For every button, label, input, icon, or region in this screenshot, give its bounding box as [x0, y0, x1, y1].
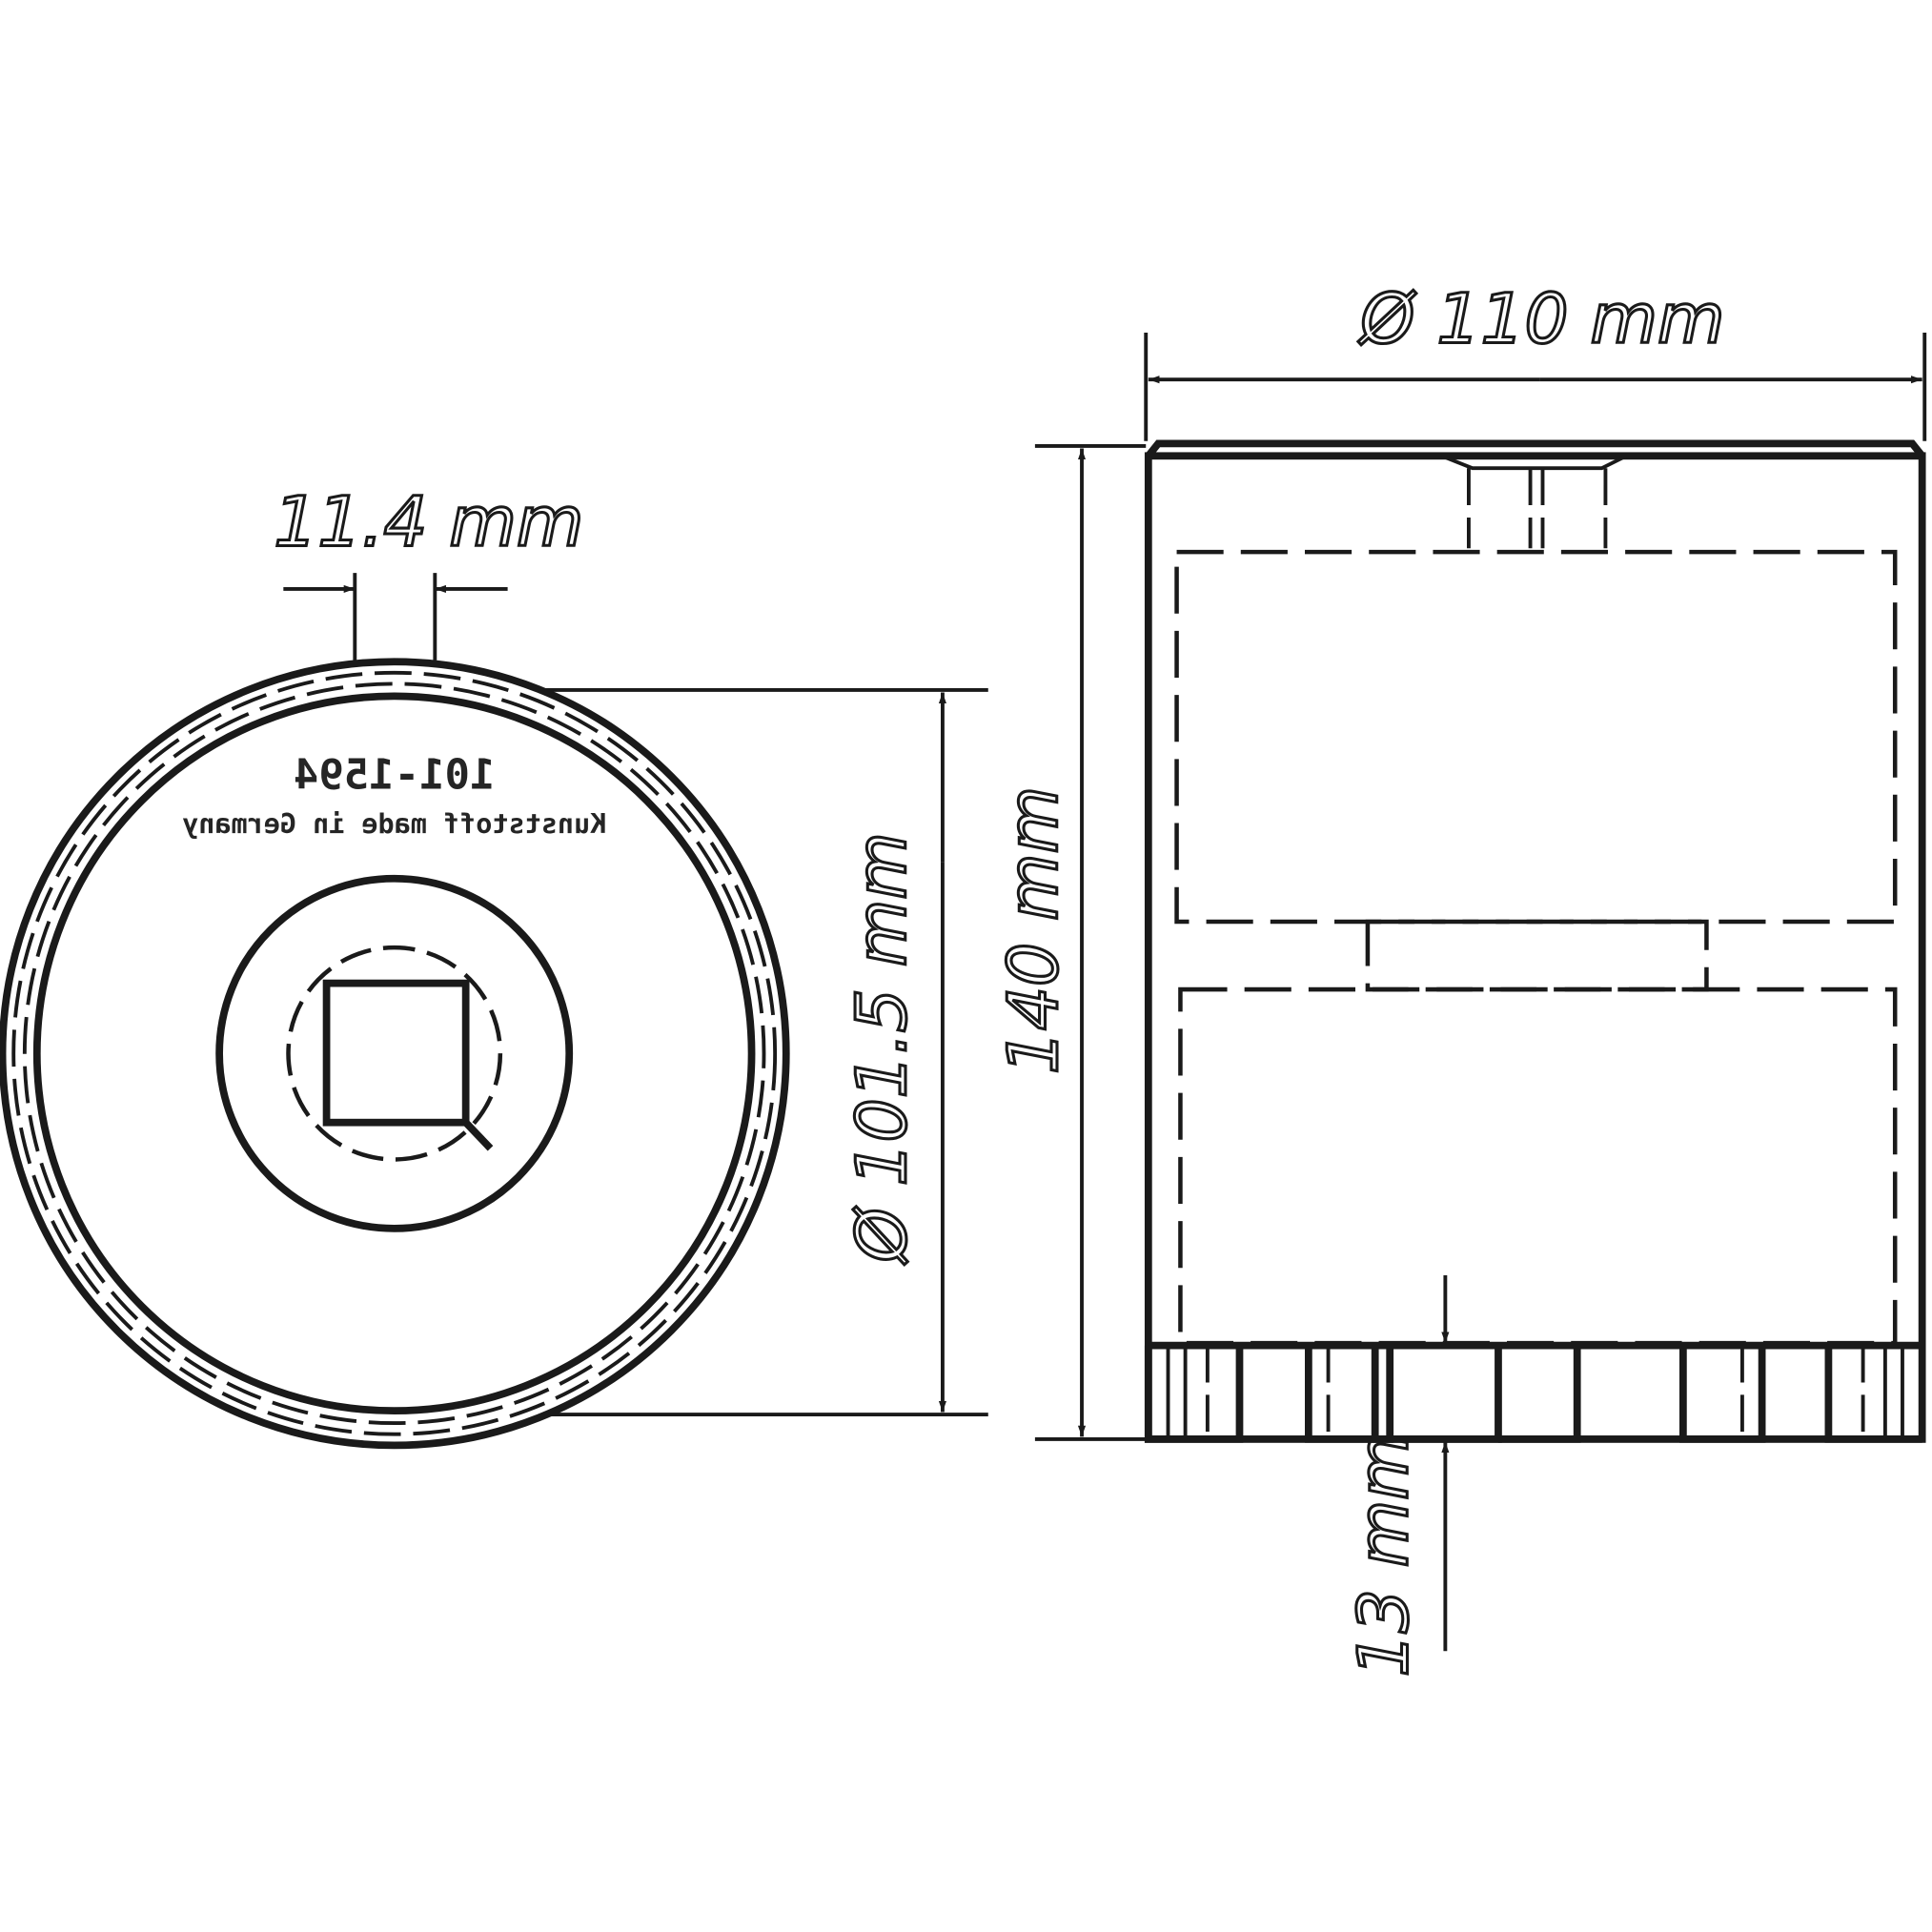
dim-outer-diameter: Ø 110 mm — [1357, 279, 1724, 359]
dim-inner-diameter: Ø 101.5 mm — [843, 832, 923, 1265]
outer-circle — [0, 658, 790, 1450]
hidden-cavity-upper — [1174, 549, 1898, 925]
top-detail — [1440, 454, 1628, 471]
ring-dashed-inner — [22, 681, 766, 1426]
stamp-line-1: 101-1594 — [294, 750, 496, 799]
side-view: Ø 110 mm 140 mm 13 mm — [993, 278, 1927, 1678]
square-drive — [322, 979, 470, 1127]
dim-height: 140 mm — [994, 786, 1074, 1074]
hidden-cavity-lower — [1178, 986, 1898, 1346]
square-corner-mark — [462, 1120, 494, 1151]
inner-rim-circle — [32, 692, 756, 1415]
body-outline — [1144, 452, 1926, 1443]
hub-dashed-circle — [286, 945, 503, 1162]
hidden-square-socket — [1365, 919, 1709, 992]
hub-circle — [215, 874, 574, 1232]
stamp-line-2: Kunststoff made in Germany — [182, 808, 606, 840]
ring-dashed-outer — [11, 670, 778, 1436]
dim-tooth-width: 11.4 mm — [274, 483, 583, 563]
dim-tooth-height: 13 mm — [1344, 1433, 1424, 1677]
teeth — [1144, 1341, 1922, 1443]
front-view: 101-1594 Kunststoff made in Germany 11.4… — [0, 481, 988, 1450]
top-lip — [1145, 439, 1925, 458]
embossed-marking: 101-1594 Kunststoff made in Germany — [182, 750, 606, 840]
